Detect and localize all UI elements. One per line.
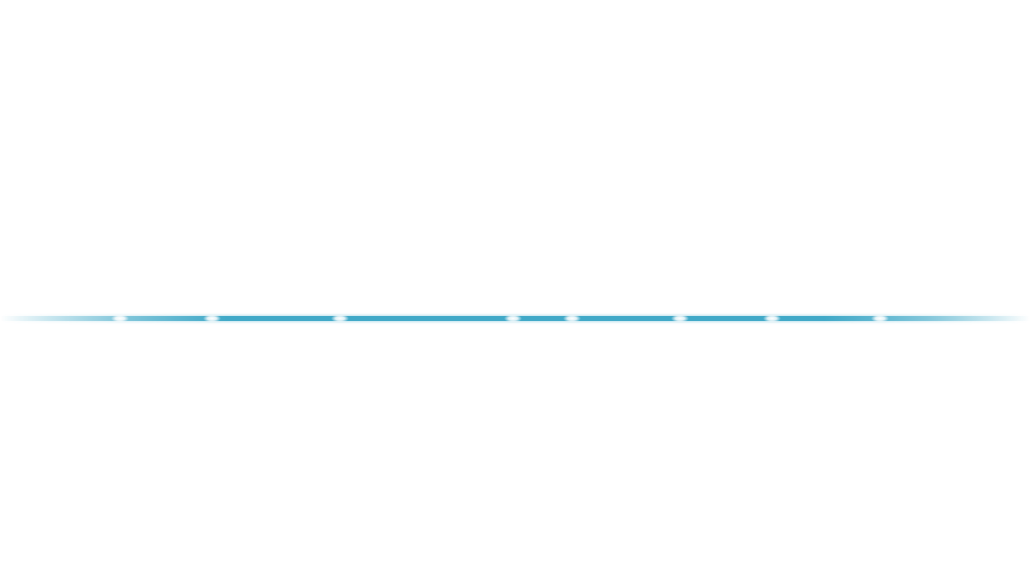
glint [671, 314, 689, 323]
glowing-line-graphic [0, 314, 1030, 323]
glint [111, 314, 129, 323]
glint [203, 314, 221, 323]
glint [331, 314, 349, 323]
glint [871, 314, 889, 323]
glint [504, 314, 522, 323]
glint [763, 314, 781, 323]
glint [563, 314, 581, 323]
glowing-line [0, 311, 1030, 325]
